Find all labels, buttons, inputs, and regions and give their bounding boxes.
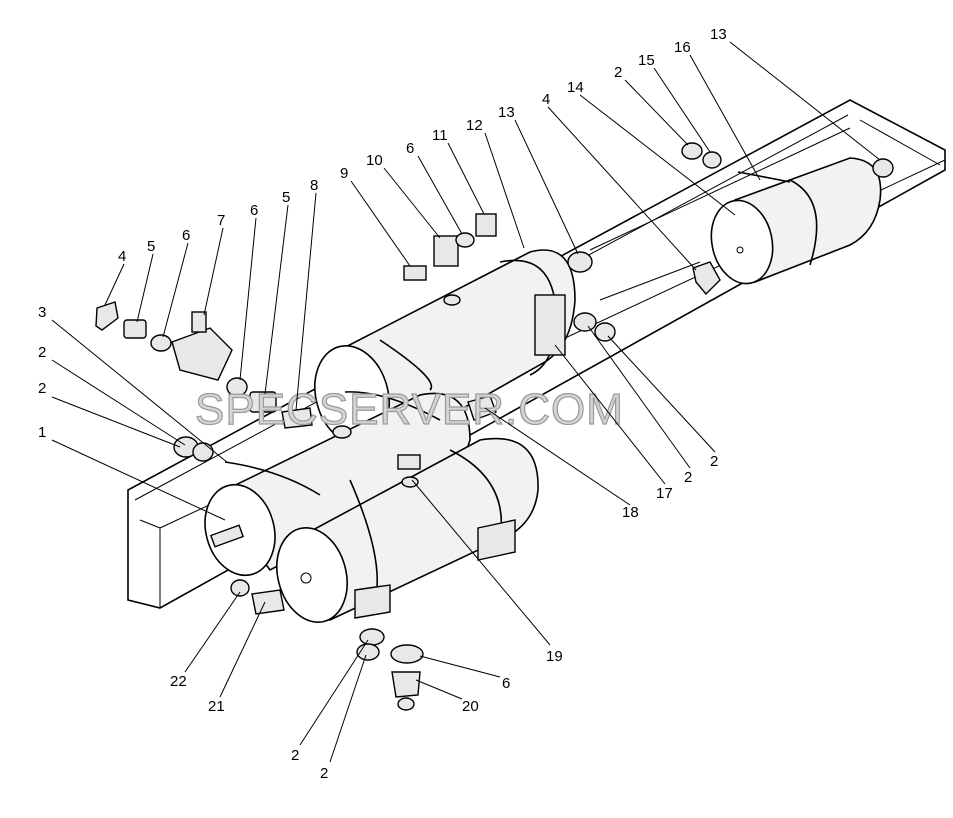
callout-6: 6 xyxy=(502,675,510,692)
callout-14: 14 xyxy=(567,79,584,96)
callout-13: 13 xyxy=(710,26,727,43)
callout-19: 19 xyxy=(546,648,563,665)
callout-20: 20 xyxy=(462,698,479,715)
air-pipes xyxy=(224,127,851,496)
callout-2: 2 xyxy=(291,747,299,764)
air-tank-rear xyxy=(710,157,894,285)
callout-5: 5 xyxy=(282,189,290,206)
callout-15: 15 xyxy=(638,52,655,69)
callout-10: 10 xyxy=(366,152,383,169)
callout-16: 16 xyxy=(674,39,691,56)
callout-12: 12 xyxy=(466,117,483,134)
callout-5: 5 xyxy=(147,238,155,255)
callout-2: 2 xyxy=(38,380,46,397)
callout-13: 13 xyxy=(498,104,515,121)
callout-17: 17 xyxy=(656,485,673,502)
callout-2: 2 xyxy=(320,765,328,782)
leader-lines xyxy=(51,41,881,763)
air-tank-front-right xyxy=(276,437,539,623)
callout-6: 6 xyxy=(406,140,414,157)
callout-7: 7 xyxy=(217,212,225,229)
callout-11: 11 xyxy=(432,127,448,144)
callout-8: 8 xyxy=(310,177,318,194)
callout-4: 4 xyxy=(118,248,126,265)
callout-3: 3 xyxy=(38,304,46,321)
callout-1: 1 xyxy=(38,424,46,441)
callout-6: 6 xyxy=(250,202,258,219)
callout-9: 9 xyxy=(340,165,348,182)
callout-labels: 1 2 2 3 4 5 6 7 6 5 8 9 10 6 11 12 13 4 … xyxy=(38,26,727,782)
callout-2: 2 xyxy=(614,64,622,81)
air-tank-front-left xyxy=(204,392,471,577)
callout-21: 21 xyxy=(208,698,225,715)
callout-2: 2 xyxy=(710,453,718,470)
callout-2: 2 xyxy=(684,469,692,486)
watermark: SPECSERVER.COM xyxy=(195,385,624,434)
callout-22: 22 xyxy=(170,673,187,690)
callout-18: 18 xyxy=(622,504,639,521)
fittings xyxy=(95,142,722,711)
callout-4: 4 xyxy=(542,91,550,108)
callout-2: 2 xyxy=(38,344,46,361)
callout-6: 6 xyxy=(182,227,190,244)
